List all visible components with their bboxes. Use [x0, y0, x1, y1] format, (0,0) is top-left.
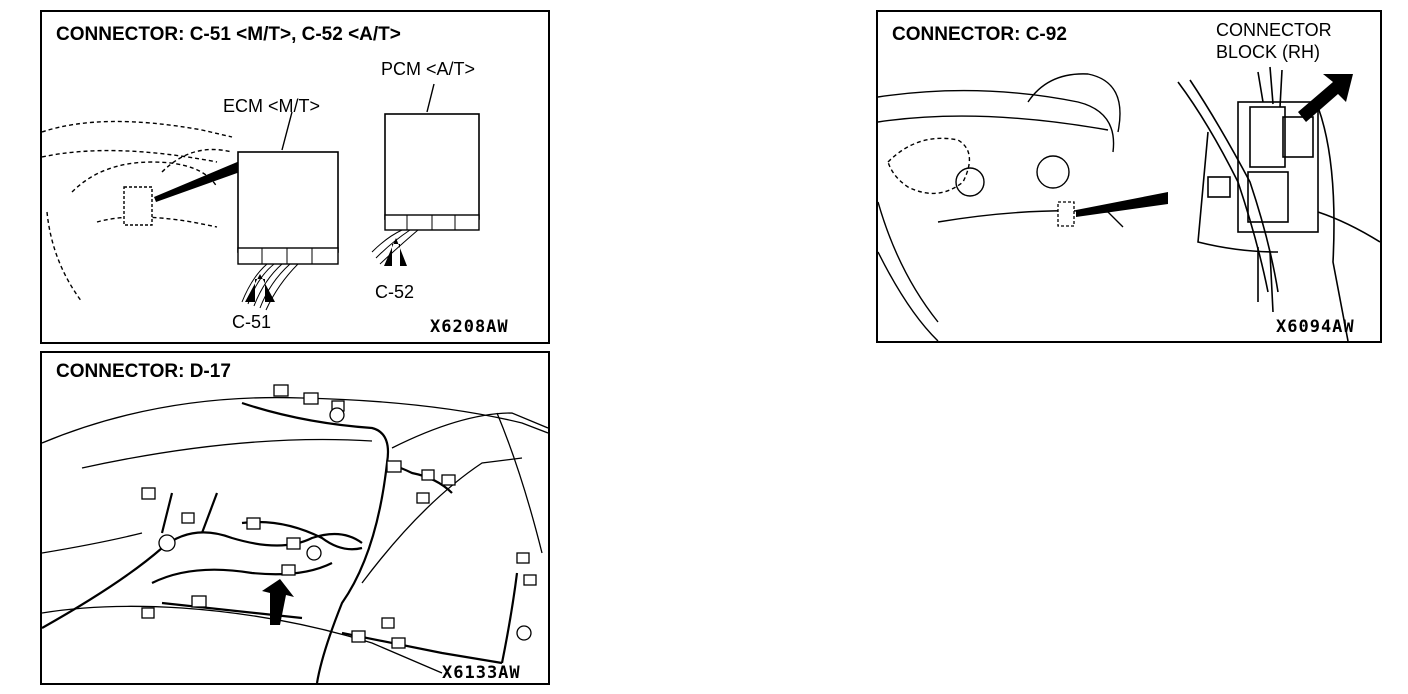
arrow-c52 [384, 238, 407, 266]
ecm-module [237, 111, 339, 265]
arrow-c51 [245, 274, 275, 302]
arrow-c92 [1298, 74, 1353, 122]
connector-block-label-line2: BLOCK (RH) [1216, 42, 1321, 62]
ecm-location-marker [123, 186, 153, 226]
ecm-label: ECM <M/T> [223, 96, 321, 116]
diagram-d17-harness [42, 384, 548, 683]
c52-harness [371, 229, 419, 265]
panel-title: CONNECTOR: C-92 [892, 24, 1067, 45]
pointer-wedge [154, 160, 242, 202]
connector-c52-label: C-52 [375, 282, 415, 302]
panel-title: CONNECTOR: D-17 [56, 361, 231, 382]
connector-block-label-line1: CONNECTOR [1216, 20, 1332, 40]
pcm-module [384, 83, 480, 231]
connector-boxes [141, 384, 537, 649]
pcm-label: PCM <A/T> [381, 59, 476, 79]
wiring-harness [42, 401, 519, 683]
diagram-ecm-pcm-location [42, 83, 480, 311]
figure-code: X6094AW [1276, 317, 1355, 337]
pointer-wedge [1076, 192, 1168, 217]
connector-block-rh [1177, 66, 1380, 341]
diagram-c92-location [878, 66, 1380, 341]
arrow-d17 [262, 579, 294, 625]
c92-location-marker [1057, 201, 1075, 227]
figure-code: X6208AW [430, 317, 509, 337]
connector-c51-label: C-51 [232, 312, 272, 332]
panel-title: CONNECTOR: C-51 <M/T>, C-52 <A/T> [56, 24, 401, 45]
panel-connector-c51-c52: CONNECTOR: C-51 <M/T>, C-52 <A/T> ECM <M… [40, 10, 550, 344]
panel-connector-c92: CONNECTOR: C-92 CONNECTOR BLOCK (RH) X60… [876, 10, 1382, 343]
panel-connector-d17: CONNECTOR: D-17 X6133AW [40, 351, 550, 685]
figure-code: X6133AW [442, 663, 521, 683]
c51-harness [241, 263, 299, 311]
